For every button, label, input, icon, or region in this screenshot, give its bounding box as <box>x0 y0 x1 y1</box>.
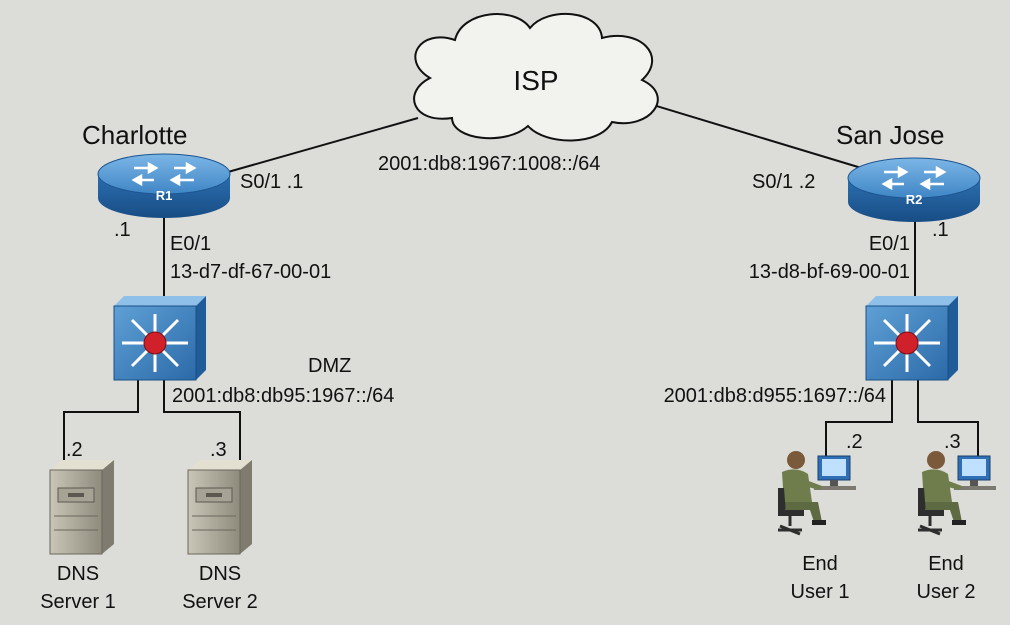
switch-left-icon[interactable] <box>112 294 208 382</box>
r2-serial-interface-label: S0/1 .2 <box>752 171 815 193</box>
wan-link-isp-r2 <box>629 97 869 171</box>
user1-host-label: .2 <box>846 431 863 453</box>
link-switch-user1 <box>825 378 893 472</box>
router-r2-icon[interactable] <box>846 156 982 224</box>
user2-host-label: .3 <box>944 431 961 453</box>
dns1-host-label: .2 <box>66 439 83 461</box>
switch-right-icon[interactable] <box>864 294 960 382</box>
user-lan-subnet-label: 2001:db8:d955:1697::/64 <box>664 385 886 407</box>
link-switch-dns1 <box>63 378 139 466</box>
workstation-user-icon[interactable] <box>776 449 858 536</box>
user1-name-line2: User 1 <box>791 581 850 603</box>
server-icon[interactable] <box>187 459 253 555</box>
link-switch-user2 <box>917 378 979 472</box>
wan-subnet-label: 2001:db8:1967:1008::/64 <box>378 153 600 175</box>
r1-mac-address-label: 13-d7-df-67-00-01 <box>170 261 331 283</box>
server-icon[interactable] <box>49 459 115 555</box>
isp-cloud-icon <box>413 12 659 142</box>
router-r2-label: R2 <box>906 192 923 207</box>
r1-ethernet-interface-label: E0/1 <box>170 233 211 255</box>
user2-name-line2: User 2 <box>917 581 976 603</box>
r2-lan-host-label: .1 <box>932 219 949 241</box>
r1-serial-interface-label: S0/1 .1 <box>240 171 303 193</box>
r2-mac-address-label: 13-d8-bf-69-00-01 <box>749 261 910 283</box>
dmz-subnet-label: 2001:db8:db95:1967::/64 <box>172 385 394 407</box>
dns2-name-line2: Server 2 <box>182 591 258 613</box>
site-name-charlotte: Charlotte <box>82 120 188 150</box>
link-switch-dns2 <box>163 378 241 466</box>
dns1-name-line1: DNS <box>57 563 99 585</box>
site-name-san-jose: San Jose <box>836 120 944 150</box>
dns2-host-label: .3 <box>210 439 227 461</box>
user1-name-line1: End <box>802 553 838 575</box>
wan-link-r1-isp <box>227 117 419 173</box>
workstation-user-icon[interactable] <box>916 449 998 536</box>
router-r1-icon[interactable] <box>96 152 232 220</box>
r1-lan-host-label: .1 <box>114 219 131 241</box>
dns1-name-line2: Server 1 <box>40 591 116 613</box>
dmz-zone-label: DMZ <box>308 355 351 377</box>
user2-name-line1: End <box>928 553 964 575</box>
isp-label: ISP <box>513 65 558 96</box>
router-r1-label: R1 <box>156 188 173 203</box>
r2-ethernet-interface-label: E0/1 <box>869 233 910 255</box>
dns2-name-line1: DNS <box>199 563 241 585</box>
